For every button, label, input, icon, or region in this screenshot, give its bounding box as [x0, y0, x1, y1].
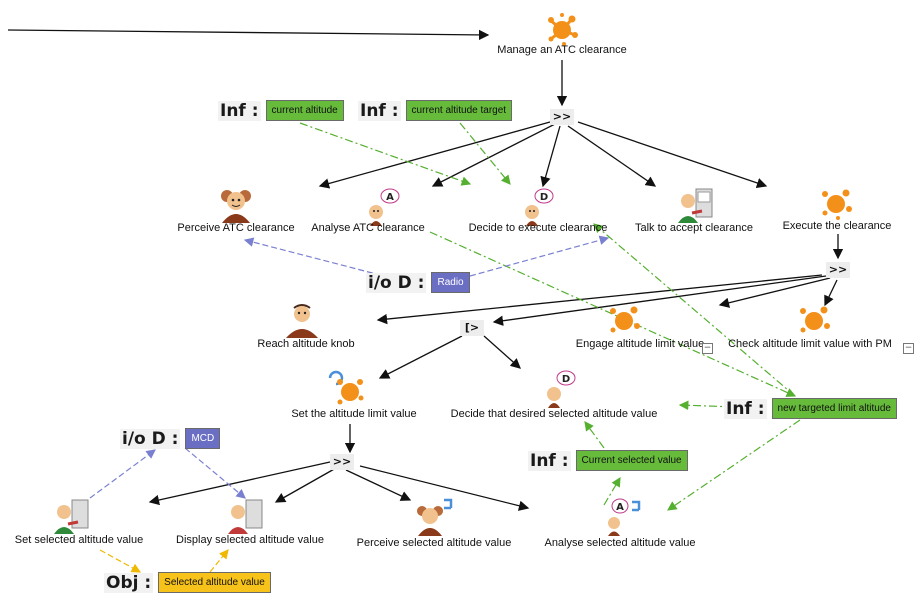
collapse-toggle[interactable]: − [702, 343, 713, 354]
collapse-toggle[interactable]: − [903, 343, 914, 354]
operator-enable[interactable]: >> [826, 262, 850, 278]
information-flows [299, 122, 801, 511]
object-flows [99, 549, 229, 573]
resource-value: Current selected value [575, 450, 688, 471]
resource-value: Radio [431, 272, 470, 293]
svg-text:A: A [386, 192, 394, 203]
information-current-altitude-target[interactable]: Inf : current altitude target [358, 100, 513, 121]
svg-text:D: D [540, 192, 548, 203]
task-display-selected[interactable]: Display selected altitude value [176, 534, 324, 546]
orange-splash-icon [822, 189, 852, 220]
person-at-computer-icon [678, 188, 713, 223]
information-new-targeted-limit[interactable]: Inf : new targeted limit altitude [724, 398, 897, 419]
head-with-ears-icon [221, 190, 251, 223]
information-current-altitude[interactable]: Inf : current altitude [218, 100, 344, 121]
task-analyse-atc[interactable]: Analyse ATC clearance [311, 222, 425, 234]
task-talk-accept[interactable]: Talk to accept clearance [634, 222, 754, 234]
resource-value: current altitude target [405, 100, 513, 121]
resource-key: i/o D : [120, 428, 181, 449]
thinking-head-icon: A [608, 498, 641, 536]
task-reach-knob[interactable]: Reach altitude knob [257, 338, 355, 350]
object-selected-altitude[interactable]: Obj : Selected altitude value [104, 572, 271, 593]
task-decide-selected[interactable]: Decide that desired selected altitude va… [450, 408, 658, 420]
device-flows [89, 235, 610, 499]
orange-splash-icon [548, 13, 578, 46]
orange-splash-icon [328, 370, 364, 405]
svg-text:A: A [616, 502, 624, 513]
task-decide-execute[interactable]: Decide to execute clearance [468, 222, 608, 234]
task-perceive-atc[interactable]: Perceive ATC clearance [177, 222, 295, 234]
resource-key: Inf : [528, 450, 571, 471]
orange-splash-icon [800, 306, 830, 333]
thinking-head-icon: A [369, 188, 400, 226]
thinking-head-icon: D [525, 188, 554, 226]
tree-links [7, 29, 844, 511]
person-at-computer-icon [228, 499, 263, 534]
task-check-limit[interactable]: Check altitude limit value with PM [728, 338, 892, 350]
resource-key: Inf : [724, 398, 767, 419]
resource-value: new targeted limit altitude [771, 398, 897, 419]
operator-disable[interactable]: [> [460, 320, 484, 336]
thinking-head-icon: D [547, 370, 576, 408]
resource-key: Inf : [218, 100, 261, 121]
task-perceive-selected[interactable]: Perceive selected altitude value [356, 537, 512, 549]
head-with-ears-icon [417, 498, 453, 536]
operator-enable[interactable]: >> [550, 109, 574, 125]
task-manage-clearance[interactable]: Manage an ATC clearance [497, 44, 627, 56]
operator-enable[interactable]: >> [330, 454, 354, 470]
resource-key: Obj : [104, 572, 154, 593]
task-execute-clearance[interactable]: Execute the clearance [782, 220, 892, 232]
arm-person-icon [286, 304, 318, 338]
resource-key: i/o D : [366, 272, 427, 293]
resource-value: current altitude [265, 100, 344, 121]
orange-splash-icon [610, 306, 640, 333]
resource-key: Inf : [358, 100, 401, 121]
task-set-limit[interactable]: Set the altitude limit value [291, 408, 417, 420]
device-radio[interactable]: i/o D : Radio [366, 272, 470, 293]
information-current-selected[interactable]: Inf : Current selected value [528, 450, 688, 471]
svg-text:D: D [562, 374, 570, 385]
task-set-selected[interactable]: Set selected altitude value [14, 534, 144, 546]
entry-arrow [7, 29, 490, 41]
device-mcd[interactable]: i/o D : MCD [120, 428, 221, 449]
person-at-computer-icon [54, 499, 89, 534]
task-analyse-selected[interactable]: Analyse selected altitude value [544, 537, 696, 549]
resource-value: Selected altitude value [158, 572, 271, 593]
task-engage-limit[interactable]: Engage altitude limit value [575, 338, 705, 350]
resource-value: MCD [185, 428, 221, 449]
